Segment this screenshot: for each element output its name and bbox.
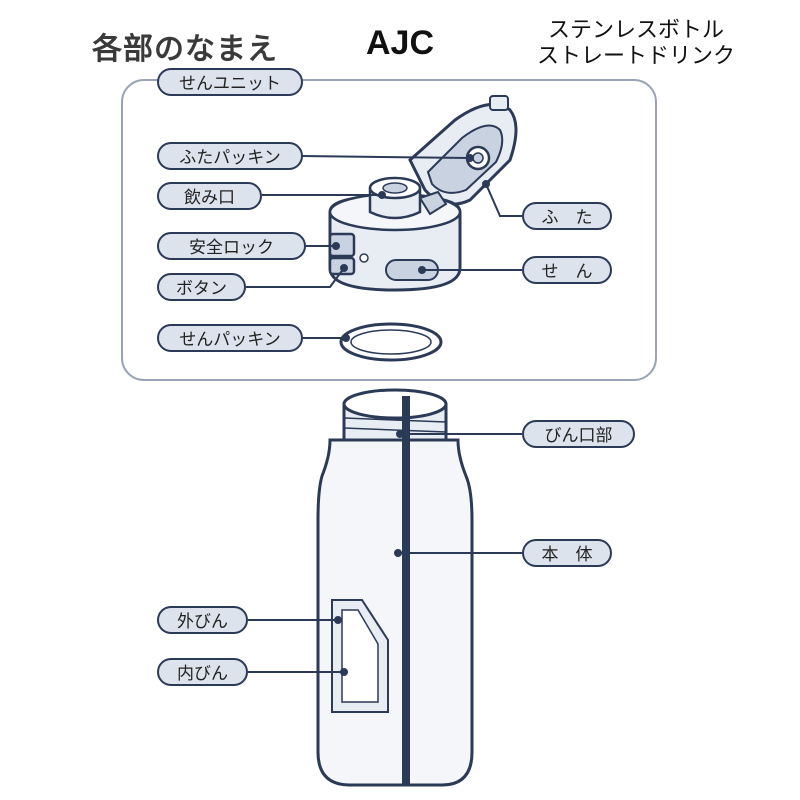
label-soto-bin: 外びん — [157, 606, 248, 634]
lid-drawing — [408, 95, 518, 206]
label-sen-unit: せんユニット — [157, 68, 303, 96]
sen-unit-frame — [121, 79, 657, 381]
brand-name: AJC — [366, 24, 435, 62]
label-futa-packing: ふたパッキン — [157, 142, 303, 170]
label-futa: ふ た — [522, 202, 612, 230]
label-uchi-bin: 内びん — [157, 658, 248, 686]
label-bin-kuchi: びん口部 — [522, 420, 635, 448]
gasket-drawing — [339, 322, 443, 362]
label-hontai: 本 体 — [522, 539, 612, 567]
label-nomikuchi: 飲み口 — [157, 182, 262, 210]
label-anzen-lock: 安全ロック — [157, 232, 306, 260]
label-button: ボタン — [157, 273, 246, 301]
product-name-line2: ストレートドリンク — [536, 44, 735, 69]
product-name: ステンレスボトル ストレートドリンク — [522, 18, 750, 70]
page-title: 各部のなまえ — [92, 32, 278, 67]
label-sen-packing: せんパッキン — [157, 324, 303, 352]
label-sen: せ ん — [522, 256, 612, 284]
product-name-line1: ステンレスボトル — [547, 18, 724, 43]
bottle-drawing — [316, 388, 474, 787]
leader-lines — [246, 154, 522, 676]
